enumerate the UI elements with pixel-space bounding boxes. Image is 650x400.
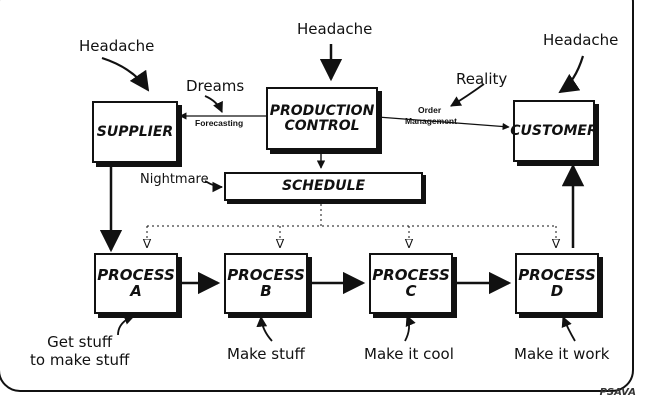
get-stuff-note: Get stuff to make stuff	[30, 333, 129, 369]
order-management-arrow	[377, 116, 510, 131]
process-c-label-line1: PROCESS	[372, 265, 450, 284]
schedule-label: SCHEDULE	[281, 178, 366, 195]
schedule-distribution-lines	[147, 204, 556, 247]
make-it-cool-arrow	[404, 315, 416, 342]
make-stuff-note: Make stuff	[227, 345, 305, 363]
make-it-cool-note: Make it cool	[364, 345, 454, 363]
panel-frame	[0, 0, 634, 392]
headache-customer-arrow	[558, 55, 585, 94]
process-d-label-line2: D	[550, 281, 564, 300]
nightmare-note: Nightmare	[140, 172, 209, 187]
make-it-work-note: Make it work	[514, 345, 610, 363]
make-stuff-arrow	[256, 315, 273, 342]
customer-label: CUSTOMER	[510, 122, 598, 139]
supplier-label: SUPPLIER	[96, 123, 174, 140]
headache-control-note: Headache	[297, 20, 373, 38]
schedule-box: SCHEDULE	[224, 172, 423, 201]
production-control-label-line1: PRODUCTION	[269, 102, 375, 119]
process-b-label-line2: B	[260, 281, 272, 300]
process-b-label-line1: PROCESS	[227, 265, 305, 284]
production-control-box: PRODUCTION CONTROL	[266, 87, 378, 150]
customer-box: CUSTOMER	[510, 100, 598, 162]
dreams-arrow	[204, 95, 223, 113]
reality-arrow	[450, 83, 485, 107]
order-management-label-line2: Management	[405, 116, 457, 126]
get-stuff-note-line1: Get stuff	[47, 333, 113, 351]
process-c-label-line2: C	[405, 281, 417, 300]
artist-signature: PSAVA	[599, 387, 636, 398]
process-a-label-line2: A	[130, 281, 142, 300]
production-control-label-line2: CONTROL	[284, 117, 360, 134]
process-a-box: PROCESS A	[94, 253, 178, 314]
process-c-box: PROCESS C	[369, 253, 453, 314]
make-it-work-arrow	[561, 316, 576, 342]
reality-note: Reality	[456, 70, 508, 88]
process-a-label-line1: PROCESS	[97, 265, 175, 284]
headache-supplier-arrow	[101, 56, 150, 92]
order-management-label-line1: Order	[418, 105, 442, 115]
supplier-box: SUPPLIER	[92, 101, 178, 163]
forecasting-label: Forecasting	[195, 118, 244, 128]
nightmare-arrow	[204, 180, 224, 193]
process-b-box: PROCESS B	[224, 253, 308, 314]
dreams-note: Dreams	[186, 77, 245, 95]
headache-supplier-note: Headache	[79, 37, 155, 55]
headache-customer-note: Headache	[543, 31, 619, 49]
process-d-label-line1: PROCESS	[518, 265, 596, 284]
process-d-box: PROCESS D	[515, 253, 599, 314]
get-stuff-note-line2: to make stuff	[30, 351, 130, 369]
get-stuff-arrow	[117, 314, 136, 336]
